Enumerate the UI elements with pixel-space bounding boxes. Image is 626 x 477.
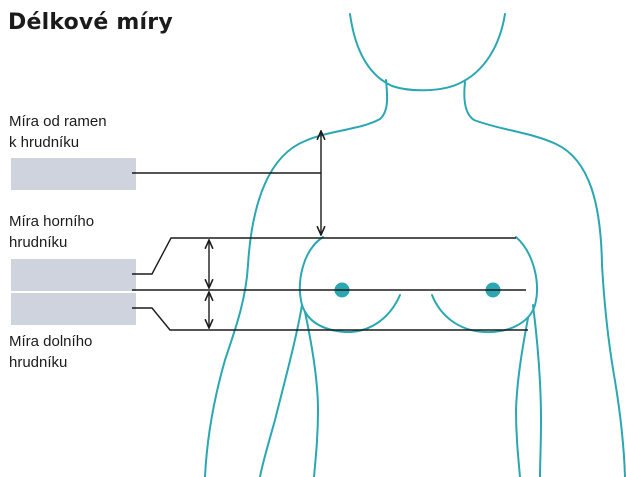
left-torso-outline xyxy=(305,312,318,477)
right-torso-outline xyxy=(516,318,528,477)
head-outline xyxy=(350,14,505,90)
right-arm-inner xyxy=(533,305,541,477)
left-breast-outline xyxy=(300,237,400,332)
left-arm-inner xyxy=(260,305,302,477)
lower-chest-leader xyxy=(132,308,528,330)
measurement-guides xyxy=(132,131,528,330)
body-outline xyxy=(205,14,625,477)
left-arm-outer xyxy=(205,265,248,477)
upper-chest-leader xyxy=(132,238,516,274)
right-breast-outline xyxy=(432,237,537,332)
right-arm-outer xyxy=(602,265,625,477)
